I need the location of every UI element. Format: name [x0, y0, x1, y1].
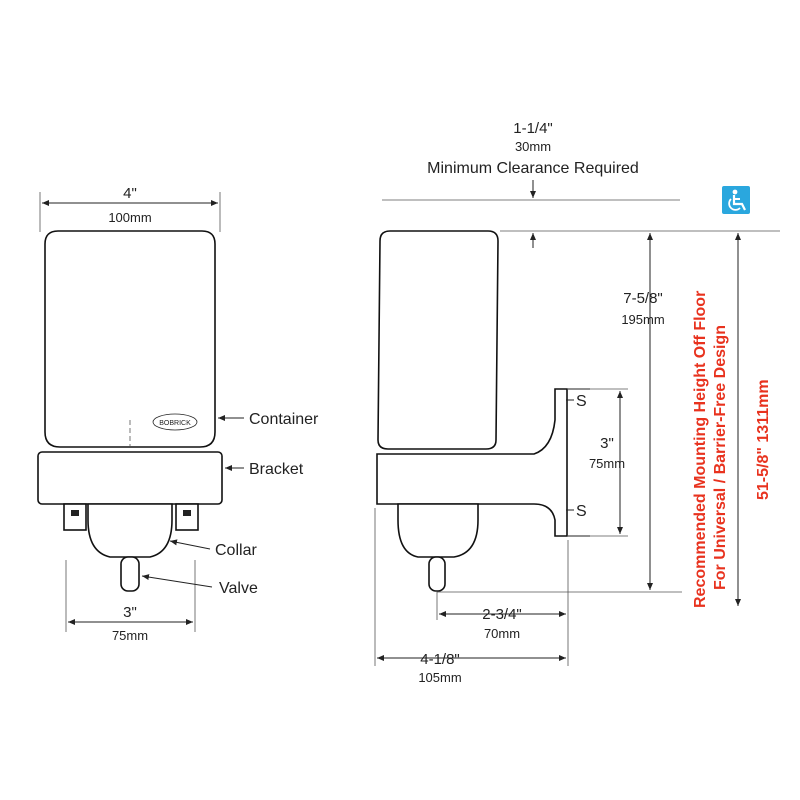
valve-spacing-inches: 3": [123, 604, 137, 621]
valve-label: Valve: [219, 580, 258, 597]
mounting-height-line1: Recommended Mounting Height Off Floor: [692, 291, 709, 608]
right-mounting-tab: [175, 503, 199, 531]
bobrick-logo-badge: [152, 413, 198, 431]
bracket-side: [376, 388, 568, 537]
left-mounting-tab: [63, 503, 87, 531]
mounting-height-value: 51-5/8" 1311mm: [755, 379, 772, 500]
valve-spacing-mm: 75mm: [112, 628, 148, 643]
total-projection-inches: 4-1/8": [420, 651, 460, 668]
front-width-mm: 100mm: [108, 210, 151, 225]
bracket-front: [37, 451, 223, 505]
collar-label: Collar: [215, 542, 257, 559]
container-side: [377, 230, 499, 450]
brand-logo-text: BOBRICK: [159, 420, 191, 427]
container-label: Container: [249, 411, 319, 428]
container-front: [44, 230, 216, 448]
wheelchair-icon: [722, 186, 750, 214]
valve-projection-inches: 2-3/4": [482, 606, 522, 623]
height-inches: 7-5/8": [623, 290, 663, 307]
front-width-inches: 4": [123, 185, 137, 202]
right-tab-slot: [183, 510, 191, 516]
valve-side: [428, 556, 446, 592]
screw-spacing-inches: 3": [600, 435, 614, 452]
collar-front: [87, 503, 173, 558]
left-tab-slot: [71, 510, 79, 516]
valve-front: [120, 556, 140, 592]
bracket-label: Bracket: [249, 461, 304, 478]
front-view: 4" 100mm BOBRICK 3" 75mm Container Brack…: [37, 185, 319, 643]
valve-projection-mm: 70mm: [484, 626, 520, 641]
screw-mark-bottom: S: [576, 503, 587, 520]
clearance-mm: 30mm: [515, 139, 551, 154]
screw-spacing-mm: 75mm: [589, 456, 625, 471]
clearance-inches: 1-1/4": [513, 120, 553, 137]
screw-mark-top: S: [576, 393, 587, 410]
mounting-height-line2: For Universal / Barrier-Free Design: [712, 325, 729, 590]
total-projection-mm: 105mm: [418, 670, 461, 685]
clearance-text: Minimum Clearance Required: [427, 160, 639, 177]
collar-side: [397, 503, 479, 558]
side-view: 1-1/4" 30mm Minimum Clearance Required: [374, 120, 780, 685]
height-mm: 195mm: [621, 312, 664, 327]
